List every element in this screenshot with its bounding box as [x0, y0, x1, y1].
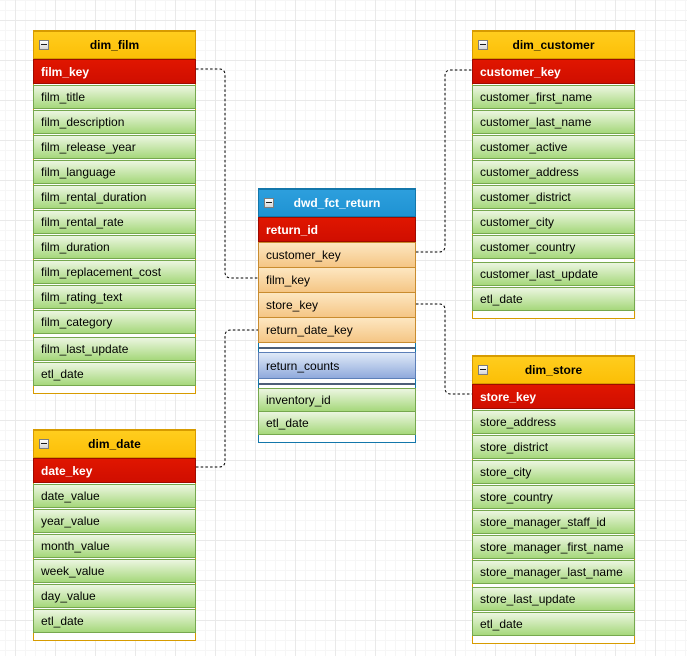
- column-row-film_last_update[interactable]: film_last_update: [33, 337, 196, 361]
- column-row-customer_active[interactable]: customer_active: [472, 135, 635, 159]
- column-row-etl_date[interactable]: etl_date: [472, 287, 635, 311]
- table-title: dwd_fct_return: [293, 196, 381, 210]
- table-header-dim_store[interactable]: dim_store: [472, 356, 635, 384]
- column-row-customer_district[interactable]: customer_district: [472, 185, 635, 209]
- column-row-return_id[interactable]: return_id: [258, 217, 416, 242]
- table-title: dim_customer: [512, 38, 595, 52]
- column-row-customer_last_update[interactable]: customer_last_update: [472, 262, 635, 286]
- column-row-date_key[interactable]: date_key: [33, 458, 196, 483]
- column-row-film_key[interactable]: film_key: [258, 267, 416, 293]
- table-header-dim_customer[interactable]: dim_customer: [472, 31, 635, 59]
- column-row-inventory_id[interactable]: inventory_id: [258, 388, 416, 412]
- column-row-week_value[interactable]: week_value: [33, 559, 196, 583]
- column-row-store_manager_last_name[interactable]: store_manager_last_name: [472, 560, 635, 584]
- column-row-customer_city[interactable]: customer_city: [472, 210, 635, 234]
- column-row-film_release_year[interactable]: film_release_year: [33, 135, 196, 159]
- connector-date-key-link[interactable]: [196, 329, 258, 468]
- column-row-film_rating_text[interactable]: film_rating_text: [33, 285, 196, 309]
- table-title: dim_date: [88, 437, 141, 451]
- column-row-store_district[interactable]: store_district: [472, 435, 635, 459]
- table-header-dim_date[interactable]: dim_date: [33, 430, 196, 458]
- column-row-store_manager_staff_id[interactable]: store_manager_staff_id: [472, 510, 635, 534]
- column-row-film_replacement_cost[interactable]: film_replacement_cost: [33, 260, 196, 284]
- collapse-minus-icon[interactable]: [39, 439, 49, 449]
- column-row-store_city[interactable]: store_city: [472, 460, 635, 484]
- table-header-dim_film[interactable]: dim_film: [33, 31, 196, 59]
- column-row-store_country[interactable]: store_country: [472, 485, 635, 509]
- column-row-film_language[interactable]: film_language: [33, 160, 196, 184]
- column-row-return_date_key[interactable]: return_date_key: [258, 317, 416, 343]
- column-row-store_manager_first_name[interactable]: store_manager_first_name: [472, 535, 635, 559]
- section-divider: [259, 380, 415, 388]
- column-row-film_key[interactable]: film_key: [33, 59, 196, 84]
- collapse-minus-icon[interactable]: [264, 198, 274, 208]
- column-row-etl_date[interactable]: etl_date: [33, 609, 196, 633]
- column-row-customer_key[interactable]: customer_key: [472, 59, 635, 84]
- column-row-film_rental_duration[interactable]: film_rental_duration: [33, 185, 196, 209]
- column-row-customer_address[interactable]: customer_address: [472, 160, 635, 184]
- column-row-day_value[interactable]: day_value: [33, 584, 196, 608]
- column-row-month_value[interactable]: month_value: [33, 534, 196, 558]
- column-row-film_title[interactable]: film_title: [33, 85, 196, 109]
- column-row-etl_date[interactable]: etl_date: [33, 362, 196, 386]
- table-title: dim_film: [89, 38, 140, 52]
- column-row-film_duration[interactable]: film_duration: [33, 235, 196, 259]
- column-row-customer_key[interactable]: customer_key: [258, 242, 416, 268]
- column-row-film_category[interactable]: film_category: [33, 310, 196, 334]
- column-row-customer_last_name[interactable]: customer_last_name: [472, 110, 635, 134]
- column-row-etl_date[interactable]: etl_date: [258, 411, 416, 435]
- column-row-date_value[interactable]: date_value: [33, 484, 196, 508]
- connector-customer-key-link[interactable]: [416, 69, 472, 253]
- connector-film-key-link[interactable]: [196, 68, 258, 279]
- column-row-film_description[interactable]: film_description: [33, 110, 196, 134]
- column-row-year_value[interactable]: year_value: [33, 509, 196, 533]
- column-row-store_address[interactable]: store_address: [472, 410, 635, 434]
- column-row-return_counts[interactable]: return_counts: [258, 352, 416, 379]
- connector-store-key-link[interactable]: [416, 303, 472, 395]
- column-row-store_key[interactable]: store_key: [258, 292, 416, 318]
- column-row-store_last_update[interactable]: store_last_update: [472, 587, 635, 611]
- table-header-dwd_fct_return[interactable]: dwd_fct_return: [258, 189, 416, 217]
- collapse-minus-icon[interactable]: [478, 40, 488, 50]
- column-row-customer_first_name[interactable]: customer_first_name: [472, 85, 635, 109]
- section-divider: [259, 344, 415, 352]
- column-row-store_key[interactable]: store_key: [472, 384, 635, 409]
- column-row-etl_date[interactable]: etl_date: [472, 612, 635, 636]
- collapse-minus-icon[interactable]: [39, 40, 49, 50]
- column-row-film_rental_rate[interactable]: film_rental_rate: [33, 210, 196, 234]
- column-row-customer_country[interactable]: customer_country: [472, 235, 635, 259]
- collapse-minus-icon[interactable]: [478, 365, 488, 375]
- table-title: dim_store: [524, 363, 583, 377]
